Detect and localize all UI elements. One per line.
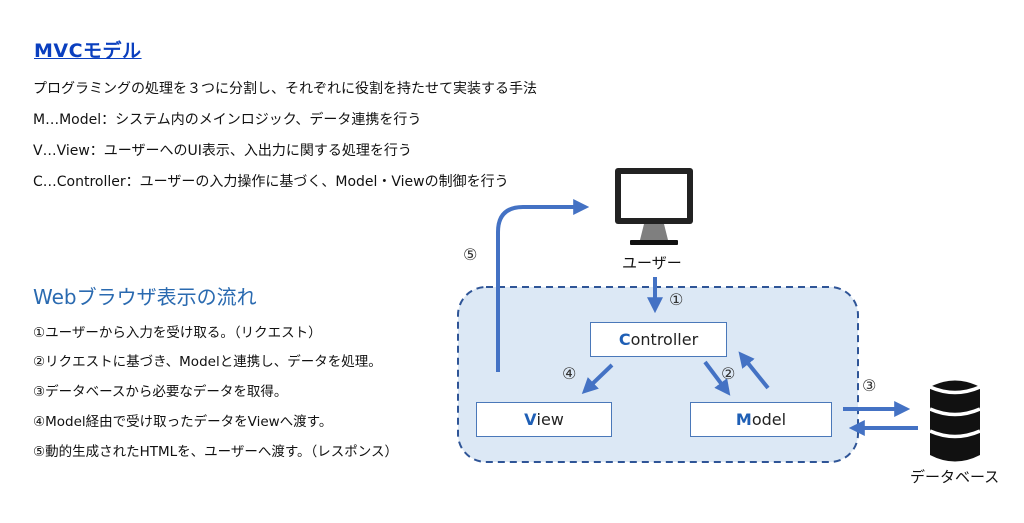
database-icon	[929, 380, 981, 462]
step-number-3: ③	[862, 376, 877, 395]
arrows	[496, 199, 918, 436]
controller-label: ontroller	[630, 330, 699, 349]
controller-to-view-arrow	[581, 363, 614, 394]
flow-step: ②リクエストに基づき、Modelと連携し、データを処理。	[33, 354, 382, 370]
model-label: odel	[751, 410, 787, 429]
page-title: MVCモデル	[34, 40, 142, 62]
flow-step: ③データベースから必要なデータを取得。	[33, 384, 288, 400]
view-description: V…View：ユーザーへのUI表示、入出力に関する処理を行う	[33, 143, 412, 159]
step-number-2: ②	[721, 364, 736, 383]
description-line: プログラミングの処理を３つに分割し、それぞれに役割を持たせて実装する手法	[33, 81, 537, 97]
controller-to-model-arrow	[703, 360, 731, 396]
view-label: iew	[536, 410, 564, 429]
model-initial: M	[735, 410, 752, 429]
controller-initial: C	[618, 330, 631, 349]
model-to-controller-arrow	[738, 351, 770, 390]
controller-description: C…Controller：ユーザーの入力操作に基づく、Model・Viewの制御…	[33, 174, 509, 190]
user-label: ユーザー	[622, 254, 682, 272]
flow-step: ⑤動的生成されたHTMLを、ユーザーへ渡す。（レスポンス）	[33, 444, 399, 460]
step-number-5: ⑤	[463, 245, 478, 264]
model-description: M…Model：システム内のメインロジック、データ連携を行う	[33, 112, 422, 128]
computer-monitor-icon	[615, 168, 693, 245]
view-initial: V	[524, 410, 537, 429]
flow-step: ①ユーザーから入力を受け取る。（リクエスト）	[33, 325, 322, 341]
flow-heading: Webブラウザ表示の流れ	[33, 285, 257, 309]
flow-step: ④Model経由で受け取ったデータをViewへ渡す。	[33, 414, 333, 430]
response-arrow	[496, 199, 590, 372]
step-number-1: ①	[669, 290, 684, 309]
step-number-4: ④	[562, 364, 577, 383]
database-label: データベース	[910, 468, 1000, 486]
